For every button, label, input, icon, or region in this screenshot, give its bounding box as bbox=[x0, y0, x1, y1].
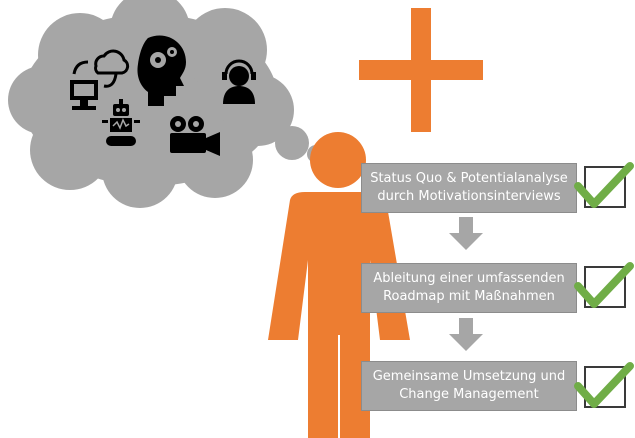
head-gears-icon bbox=[137, 35, 186, 106]
person-figure bbox=[268, 132, 410, 438]
thought-cloud bbox=[8, 0, 294, 208]
step-3-line-2: Change Management bbox=[399, 387, 539, 402]
step-2-line-2: Roadmap mit Maßnahmen bbox=[383, 289, 555, 304]
step-1-line-1: Status Quo & Potentialanalyse bbox=[370, 171, 568, 186]
flow-arrow-1 bbox=[449, 217, 483, 250]
step-3-line-1: Gemeinsame Umsetzung und bbox=[372, 369, 566, 384]
step-box-1: Status Quo & Potentialanalyse durch Moti… bbox=[361, 163, 577, 213]
flow-arrow-2 bbox=[449, 318, 483, 351]
step-1-checkbox bbox=[584, 166, 626, 208]
step-3-checkbox bbox=[584, 366, 626, 408]
computer-cloud-sync-icon bbox=[70, 49, 130, 110]
headset-agent-icon bbox=[222, 59, 256, 104]
step-box-3: Gemeinsame Umsetzung und Change Manageme… bbox=[361, 361, 577, 411]
step-1-line-2: durch Motivationsinterviews bbox=[377, 189, 561, 204]
video-camera-icon bbox=[170, 116, 220, 156]
plus-sign bbox=[359, 8, 483, 132]
robot-icon bbox=[102, 99, 140, 146]
step-2-checkbox bbox=[584, 266, 626, 308]
step-box-2: Ableitung einer umfassenden Roadmap mit … bbox=[361, 263, 577, 313]
step-2-line-1: Ableitung einer umfassenden bbox=[373, 271, 565, 286]
thought-bubble-large bbox=[275, 126, 309, 160]
